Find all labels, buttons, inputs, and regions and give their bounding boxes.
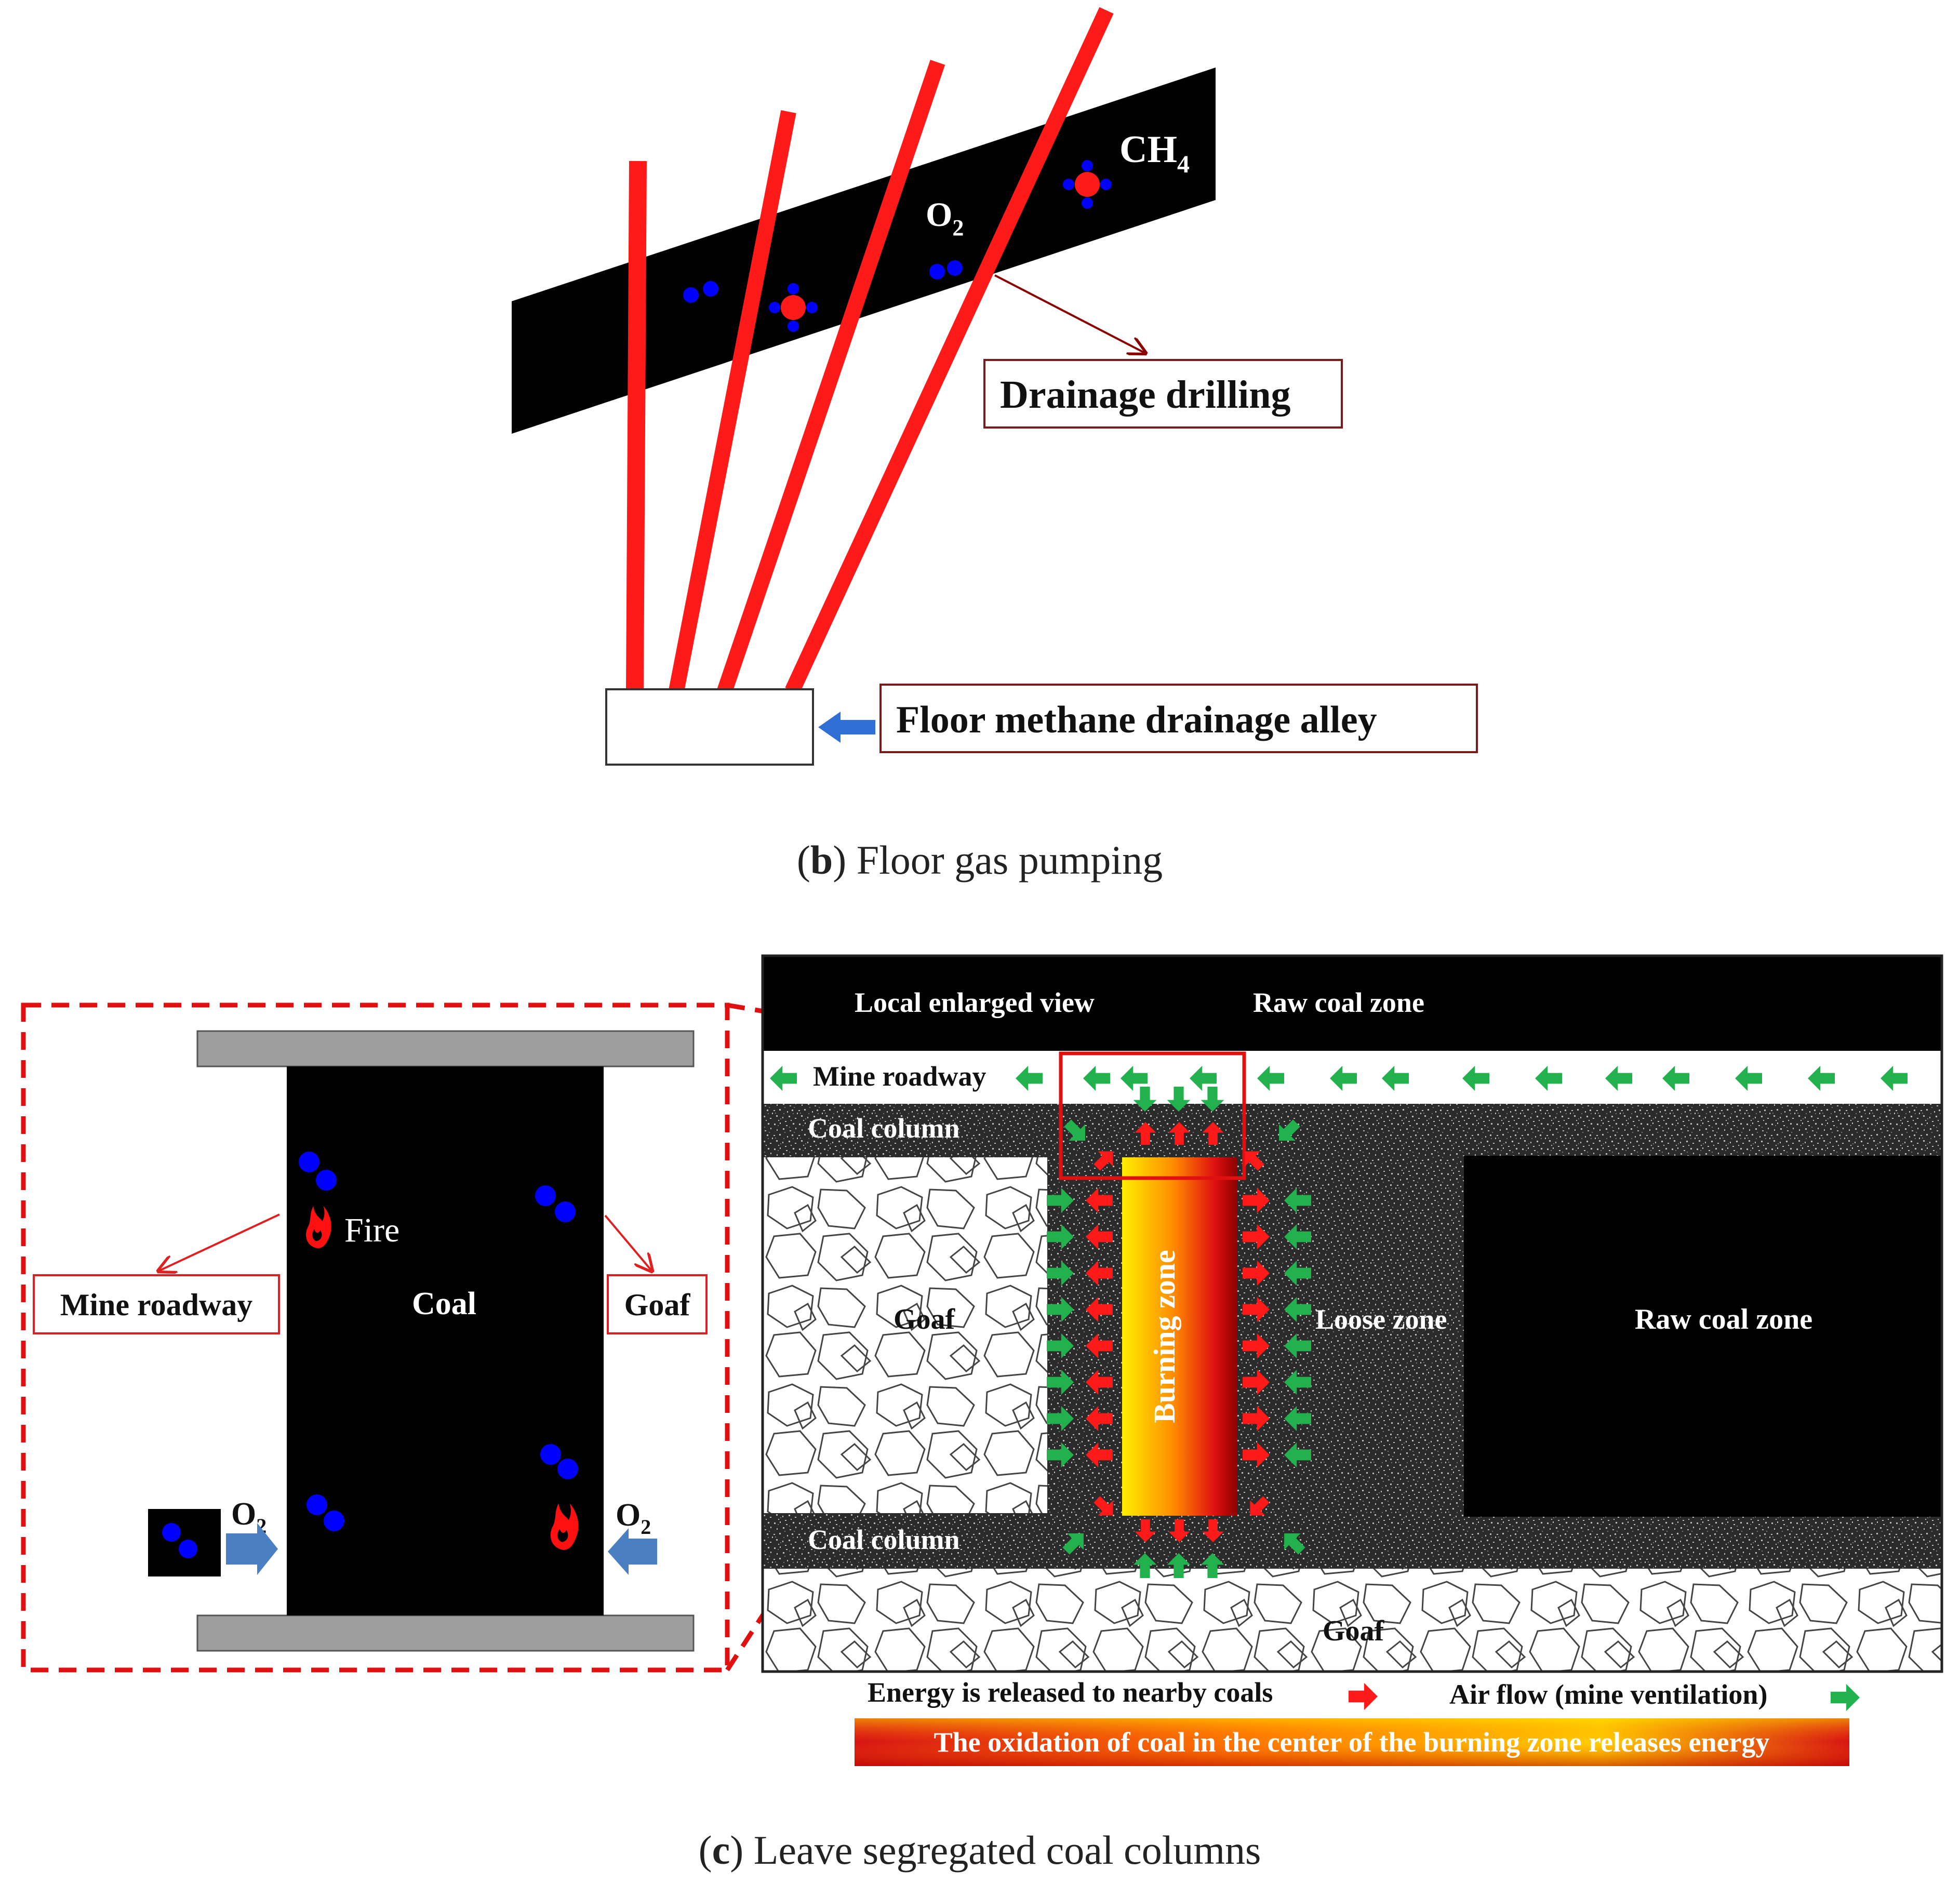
oxidation-gradient-bar-shade — [855, 1718, 1849, 1766]
inset-o2-pairs — [299, 1152, 578, 1531]
fire-label: Fire — [344, 1211, 399, 1249]
drainage-boreholes — [626, 7, 1114, 694]
drainage-drilling-label: Drainage drilling — [1000, 373, 1290, 417]
panel-c-inset: Coal Fire Mine roadway Goaf O2 O2 — [21, 1003, 1065, 1673]
oxidation-bar-label: The oxidation of coal in the center of t… — [934, 1727, 1770, 1758]
goaf-bottom-label: Goaf — [1323, 1615, 1385, 1647]
legend-energy-label: Energy is released to nearby coals — [868, 1677, 1273, 1708]
inset-dashed-frame — [21, 1003, 730, 1673]
coal-column-bottom-label: Coal column — [808, 1524, 960, 1555]
inset-goaf-label: Goaf — [624, 1288, 691, 1322]
red-up-arrows-top — [1135, 1122, 1224, 1145]
ch4-molecule-2 — [1063, 160, 1112, 209]
o2-label: O2 — [926, 196, 964, 240]
caption-b: (b) Floor gas pumping — [797, 837, 1163, 883]
goaf-box — [607, 1274, 708, 1334]
floor-alley-label: Floor methane drainage alley — [896, 699, 1377, 741]
drainage-alley-box — [605, 688, 814, 766]
panel-b: CH4 O2 Drainage drilling Floor methane d… — [512, 7, 1478, 883]
burning-zone — [1122, 1157, 1237, 1516]
panel-c-main: Burning zone Local enlarged view Raw coa… — [699, 954, 1943, 1873]
goaf-left-label: Goaf — [894, 1303, 956, 1335]
goaf-bottom-area — [763, 1569, 1942, 1672]
mine-roadway-leader — [158, 1213, 280, 1271]
legend-red-arrow — [1349, 1682, 1378, 1711]
borehole-1 — [626, 161, 647, 691]
loose-zone-label: Loose zone — [1315, 1304, 1447, 1335]
drainage-drilling-box — [983, 359, 1343, 429]
goaf-leader — [604, 1214, 652, 1271]
mine-roadway-label: Mine roadway — [813, 1061, 986, 1092]
coal-column-top-label: Coal column — [808, 1113, 960, 1144]
floor-alley-label-box — [879, 684, 1478, 753]
o2-right-arrow — [608, 1528, 657, 1575]
coal-label: Coal — [412, 1286, 476, 1321]
goaf-left-area — [763, 1157, 1047, 1513]
o2-right-label: O2 — [616, 1498, 651, 1539]
o2-molecule-2 — [929, 260, 963, 279]
burning-zone-label: Burning zone — [1148, 1250, 1181, 1423]
inset-mine-roadway-label: Mine roadway — [60, 1288, 253, 1322]
green-down-arrows-top — [1133, 1087, 1224, 1112]
legend-air-label: Air flow (mine ventilation) — [1449, 1679, 1767, 1710]
borehole-3 — [717, 60, 945, 693]
legend-green-arrow — [1831, 1683, 1860, 1712]
roof-plate — [196, 1030, 695, 1067]
borehole-2 — [669, 110, 796, 692]
raw-coal-right-block — [1464, 1156, 1942, 1517]
alley-pointer-arrow — [818, 712, 875, 743]
caption-c: (c) Leave segregated coal columns — [699, 1827, 1261, 1873]
ch4-molecule-1 — [769, 283, 818, 332]
borehole-4 — [785, 7, 1114, 694]
local-enlarged-view-label: Local enlarged view — [855, 987, 1095, 1018]
mine-roadway-box — [33, 1274, 280, 1334]
o2-source-molecule — [162, 1523, 197, 1558]
floor-plate — [196, 1614, 695, 1652]
local-enlarged-marker — [1059, 1051, 1246, 1180]
ch4-label: CH4 — [1119, 128, 1190, 178]
drainage-drilling-leader — [994, 274, 1145, 353]
raw-coal-zone-right-label: Raw coal zone — [1635, 1303, 1812, 1335]
o2-molecule-1 — [683, 281, 718, 303]
raw-coal-top-strip — [763, 956, 1942, 1051]
raw-coal-zone-top-label: Raw coal zone — [1253, 987, 1424, 1018]
o2-left-arrow — [226, 1523, 278, 1575]
main-frame-border — [761, 954, 1943, 1673]
